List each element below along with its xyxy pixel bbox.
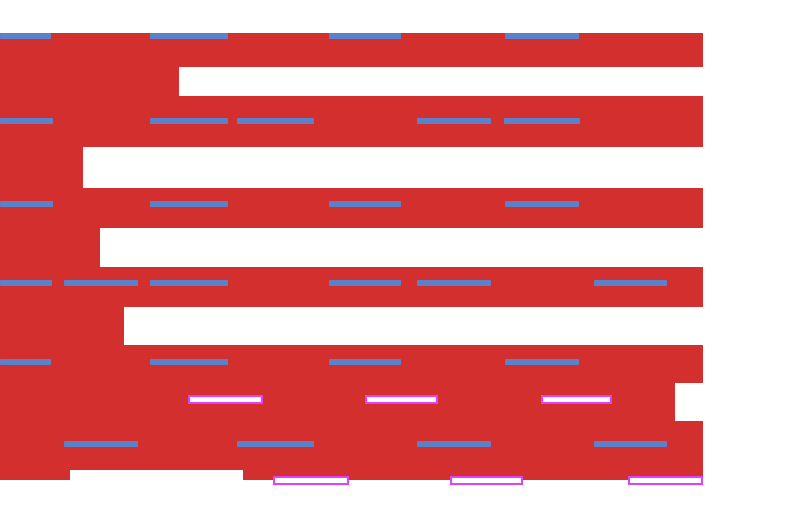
highlight-r6-c3[interactable] — [417, 441, 491, 447]
highlight-r1-c4[interactable] — [505, 33, 579, 39]
highlight-r4-c6[interactable] — [594, 280, 667, 286]
highlight-r1-c3[interactable] — [329, 33, 401, 39]
highlight-r1-c1[interactable] — [0, 33, 51, 39]
redaction-band-12 — [0, 470, 70, 480]
link-bar-r7-c3[interactable] — [628, 476, 703, 485]
highlight-r3-c1[interactable] — [0, 201, 53, 207]
link-bar-r7-c1[interactable] — [273, 476, 349, 485]
paragraph-gap-4 — [124, 307, 703, 345]
redaction-band-6 — [0, 267, 124, 345]
redaction-band-14 — [243, 470, 703, 480]
link-bar-r5-c3[interactable] — [541, 395, 612, 404]
highlight-r5-c1[interactable] — [0, 359, 51, 365]
highlight-r3-c2[interactable] — [150, 201, 228, 207]
link-bar-r5-c1[interactable] — [188, 395, 263, 404]
highlight-r4-c3[interactable] — [150, 280, 228, 286]
highlight-r2-c2[interactable] — [150, 118, 228, 124]
redaction-band-7 — [124, 267, 703, 307]
redaction-band-4 — [0, 188, 100, 267]
highlight-r2-c4[interactable] — [417, 118, 491, 124]
highlight-r5-c3[interactable] — [329, 359, 401, 365]
link-bar-r7-c2[interactable] — [450, 476, 523, 485]
link-bar-r5-c2[interactable] — [365, 395, 438, 404]
highlight-r5-c4[interactable] — [505, 359, 579, 365]
highlight-r6-c1[interactable] — [64, 441, 138, 447]
highlight-r3-c3[interactable] — [329, 201, 401, 207]
highlight-r4-c5[interactable] — [417, 280, 491, 286]
highlight-r6-c2[interactable] — [237, 441, 314, 447]
highlight-r2-c3[interactable] — [237, 118, 314, 124]
highlight-r3-c4[interactable] — [505, 201, 579, 207]
paragraph-gap-6 — [70, 470, 243, 509]
highlight-r2-c5[interactable] — [504, 118, 580, 124]
paragraph-gap-2 — [83, 147, 799, 188]
highlight-r4-c2[interactable] — [64, 280, 138, 286]
paragraph-gap-3 — [100, 228, 703, 267]
paragraph-gap-5 — [675, 383, 703, 421]
highlight-r5-c2[interactable] — [150, 359, 228, 365]
highlight-r4-c1[interactable] — [0, 280, 52, 286]
redaction-band-2 — [0, 96, 83, 188]
paragraph-gap-1 — [179, 67, 703, 96]
highlight-r6-c4[interactable] — [594, 441, 667, 447]
highlight-r1-c2[interactable] — [150, 33, 228, 39]
highlight-r4-c4[interactable] — [329, 280, 401, 286]
redaction-band-10 — [675, 345, 703, 383]
redaction-band-5 — [100, 188, 703, 228]
highlight-r2-c1[interactable] — [0, 118, 53, 124]
